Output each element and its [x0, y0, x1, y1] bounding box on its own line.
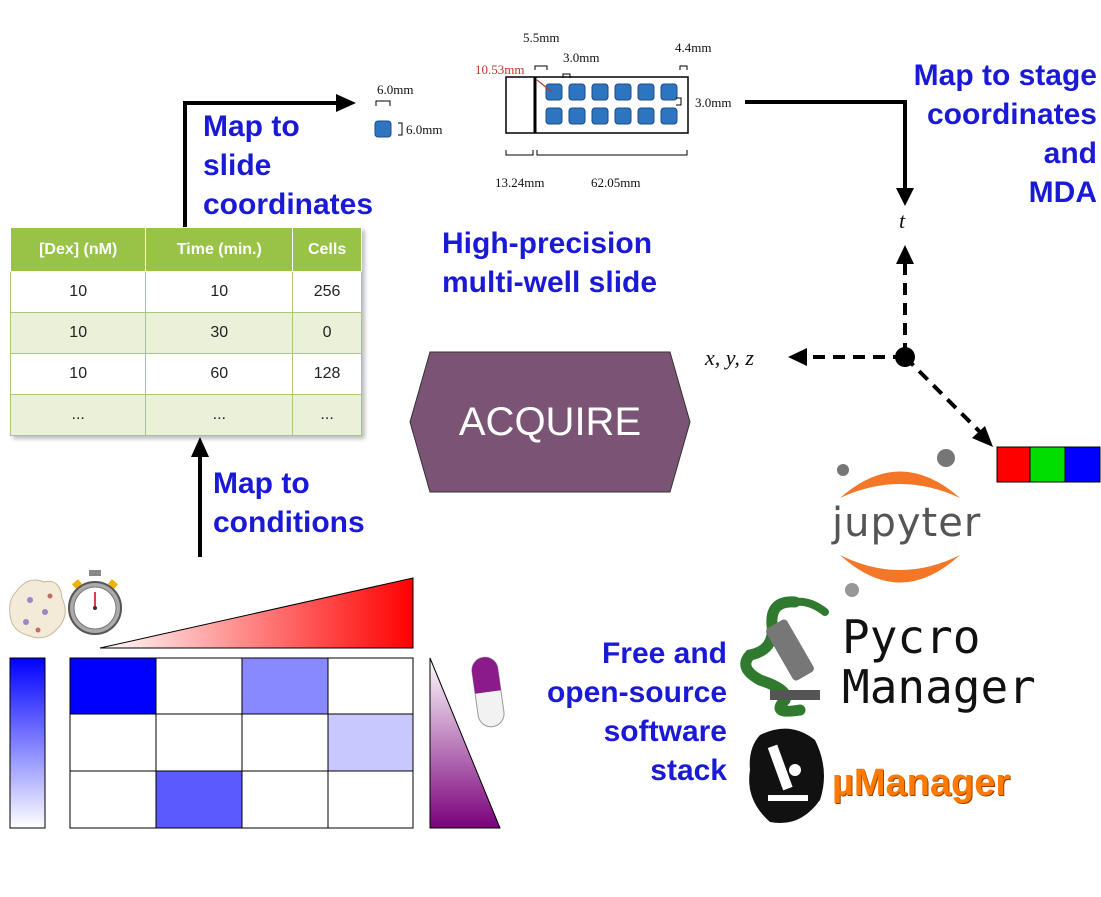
- drug-gradient-triangle: [429, 657, 501, 829]
- software-stack-line-4: stack: [650, 754, 727, 787]
- well-spacing-dim: 3.0mm: [563, 50, 600, 65]
- software-stack-line-2: open-source: [546, 676, 727, 709]
- table-row: 10 10 256: [9, 271, 362, 313]
- stopwatch-icon: [68, 570, 122, 635]
- high-precision-line-2: multi-well slide: [442, 266, 658, 299]
- conditions-grid: [69, 657, 414, 829]
- table-row: ... ... ...: [9, 394, 362, 436]
- table-cell: 10: [9, 312, 147, 354]
- map-to-stage-label: Map to stage coordinates and MDA: [914, 56, 1097, 212]
- map-to-slide-line-3: coordinates: [203, 188, 374, 221]
- pycro-line-1: Pycro: [842, 610, 981, 664]
- jupyter-logo-text: jupyter: [832, 500, 982, 546]
- row-spacing-dim: 3.0mm: [695, 95, 732, 110]
- slide-well: [591, 83, 609, 101]
- high-precision-line-1: High-precision: [442, 227, 653, 260]
- table-cell: 128: [292, 353, 362, 395]
- header-time: Time (min.): [145, 227, 294, 272]
- pycromanager-logo-text: Pycro Manager: [842, 612, 1036, 712]
- single-well-sample: [374, 100, 403, 138]
- map-to-stage-line-3: and: [1043, 137, 1097, 170]
- map-to-conditions-line-1: Map to: [213, 467, 310, 500]
- table-header-row: [Dex] (nM) Time (min.) Cells: [9, 227, 362, 272]
- table-cell: 10: [9, 271, 147, 313]
- cells-icon: [9, 579, 66, 639]
- acquire-hexagon: [409, 351, 691, 493]
- slide-well: [568, 107, 586, 125]
- slide-well: [591, 107, 609, 125]
- table-row: 10 30 0: [9, 312, 362, 354]
- table-cell: 30: [145, 312, 294, 354]
- map-to-slide-arrow: [183, 94, 356, 228]
- slide-well: [545, 83, 563, 101]
- acquire-label: ACQUIRE: [458, 399, 642, 444]
- header-cells: Cells: [292, 227, 362, 272]
- time-gradient-triangle: [99, 577, 414, 649]
- well-height-dim: 6.0mm: [406, 122, 443, 137]
- concentration-gradient-bar: [9, 657, 46, 829]
- map-to-slide-line-2: slide: [203, 149, 272, 182]
- channel-strip: [996, 446, 1101, 483]
- table-cell: ...: [145, 394, 294, 436]
- slide-well: [614, 107, 632, 125]
- right-margin-dim: 4.4mm: [675, 40, 712, 55]
- t-axis-label: t: [899, 208, 906, 233]
- label-width-dim: 13.24mm: [495, 175, 545, 190]
- table-cell: 10: [9, 353, 147, 395]
- diagonal-dim: 10.53mm: [475, 62, 525, 77]
- umanager-logo-text: µManager: [832, 762, 1011, 804]
- table-cell: ...: [9, 394, 147, 436]
- software-stack-line-1: Free and: [601, 637, 727, 670]
- high-precision-label: High-precision multi-well slide: [442, 224, 657, 302]
- xyz-axis-label: x, y, z: [705, 345, 754, 370]
- slide-well: [545, 107, 563, 125]
- slide-well: [568, 83, 586, 101]
- software-stack-line-3: software: [603, 715, 727, 748]
- well-area-width-dim: 62.05mm: [591, 175, 641, 190]
- pill-icon: [471, 656, 505, 728]
- table-cell: 60: [145, 353, 294, 395]
- pycro-line-2: Manager: [842, 660, 1036, 714]
- table-cell: 0: [292, 312, 362, 354]
- slide-well: [637, 83, 655, 101]
- coordinate-axes: [788, 245, 993, 447]
- left-margin-dim: 5.5mm: [523, 30, 560, 45]
- slide-well: [637, 107, 655, 125]
- slide-well: [660, 107, 678, 125]
- table-cell: ...: [292, 394, 362, 436]
- software-stack-label: Free and open-source software stack: [547, 634, 727, 790]
- jupyter-logo: [837, 449, 960, 597]
- map-to-stage-line-4: MDA: [1028, 176, 1097, 209]
- multi-well-slide: [505, 65, 689, 156]
- map-to-slide-line-1: Map to: [203, 110, 300, 143]
- map-to-conditions-line-2: conditions: [213, 506, 365, 539]
- map-to-stage-line-2: coordinates: [926, 98, 1097, 131]
- conditions-table: [Dex] (nM) Time (min.) Cells 10 10 256 1…: [9, 227, 362, 436]
- table-row: 10 60 128: [9, 353, 362, 395]
- microscope-icon: [749, 728, 824, 824]
- snake-icon: [740, 596, 829, 717]
- map-to-conditions-arrow: [191, 437, 209, 557]
- table-cell: 10: [145, 271, 294, 313]
- map-to-stage-arrow: [745, 100, 914, 206]
- table-cell: 256: [292, 271, 362, 313]
- slide-well: [660, 83, 678, 101]
- map-to-stage-line-1: Map to stage: [913, 59, 1097, 92]
- map-to-conditions-label: Map to conditions: [213, 464, 365, 542]
- header-dex: [Dex] (nM): [9, 227, 147, 272]
- well-width-dim: 6.0mm: [377, 82, 414, 97]
- map-to-slide-label: Map to slide coordinates: [203, 107, 373, 224]
- slide-well: [614, 83, 632, 101]
